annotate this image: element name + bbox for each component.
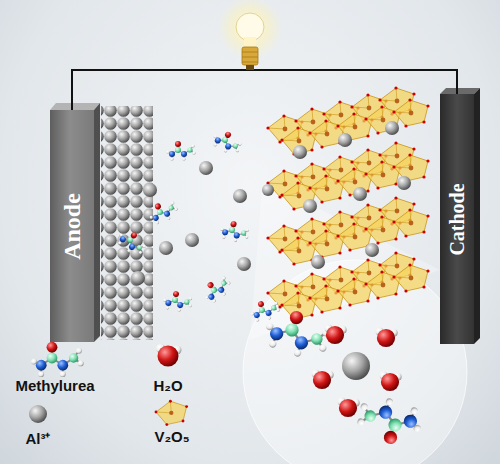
legend-label: V₂O₅: [117, 428, 227, 445]
electrode-label: Anode: [59, 193, 86, 260]
legend-label: H₂O: [113, 377, 223, 394]
anode-slab: [50, 103, 153, 342]
anode-plate: Anode: [50, 110, 94, 342]
solvation-structure: [260, 303, 427, 453]
v2o5-layers: [266, 86, 429, 320]
external-wire: [72, 70, 457, 110]
electrode-label: Cathode: [446, 183, 469, 255]
electrolyte-species: [114, 126, 281, 322]
legend-label: Al³⁺: [0, 428, 93, 448]
cathode-plate: Cathode: [440, 94, 474, 344]
legend-label: Methylurea: [0, 377, 110, 394]
zoom-circle: [243, 186, 467, 464]
cathode-slab: [440, 88, 480, 344]
